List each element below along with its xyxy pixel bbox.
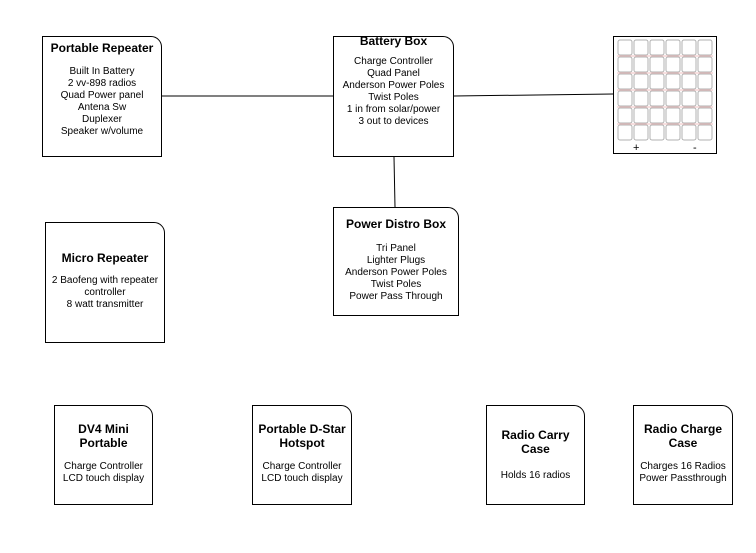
radio-charge-case-title: Radio Charge Case [644,422,723,450]
solar-cell [681,39,697,56]
solar-cell [665,56,681,73]
solar-cell [681,124,697,141]
dv4-mini-details: Charge Controller LCD touch display [55,461,152,485]
dstar-hotspot-title: Portable D-Star Hotspot [258,422,346,450]
detail-line: 1 in from solar/power [346,104,441,115]
solar-cell [617,73,633,90]
detail-line: Charge Controller [262,461,342,472]
solar-cell [681,107,697,124]
radio-charge-case-box[interactable]: Radio Charge Case Charges 16 Radios Powe… [633,405,733,505]
solar-cell [649,107,665,124]
radio-carry-case-box[interactable]: Radio Carry Case Holds 16 radios [486,405,585,505]
detail-line: Charge Controller [354,56,433,67]
solar-cell [697,124,713,141]
negative-terminal-label: - [693,142,697,154]
radio-charge-case-details: Charges 16 Radios Power Passthrough [634,461,732,485]
solar-cell [665,39,681,56]
power-distro-title: Power Distro Box [345,217,447,231]
solar-cell [697,39,713,56]
dv4-mini-title: DV4 Mini Portable [78,422,129,450]
solar-cell [633,90,649,107]
solar-cell [633,124,649,141]
micro-repeater-title: Micro Repeater [61,251,149,265]
solar-cell [617,107,633,124]
detail-line: Quad Panel [367,68,420,79]
solar-cell [649,124,665,141]
dstar-hotspot-box[interactable]: Portable D-Star Hotspot Charge Controlle… [252,405,352,505]
portable-repeater-details: Built In Battery 2 vv-898 radios Quad Po… [43,66,161,138]
solar-cell [633,39,649,56]
solar-cell [681,73,697,90]
solar-panel[interactable]: + - [613,36,717,154]
detail-line: Speaker w/volume [60,126,144,137]
solar-cell [633,73,649,90]
solar-cell [681,56,697,73]
detail-line: Tri Panel [376,243,416,254]
solar-cell [697,73,713,90]
solar-cell [681,90,697,107]
solar-cell [665,73,681,90]
solar-cell [633,56,649,73]
battery-box-details: Charge Controller Quad Panel Anderson Po… [334,56,453,128]
solar-cell [697,90,713,107]
detail-line: Quad Power panel [60,90,144,101]
solar-cell [649,56,665,73]
detail-line: Lighter Plugs [366,255,426,266]
connector-battery-solar [453,93,614,97]
radio-carry-case-details: Holds 16 radios [487,470,584,482]
radio-carry-case-title: Radio Carry Case [501,428,570,456]
battery-box[interactable]: Battery Box Charge Controller Quad Panel… [333,34,454,157]
power-distro-box[interactable]: Power Distro Box Tri Panel Lighter Plugs… [333,207,459,316]
portable-repeater-title: Portable Repeater [50,41,154,55]
detail-line: LCD touch display [62,473,145,484]
micro-repeater-box[interactable]: Micro Repeater 2 Baofeng with repeater c… [45,222,165,343]
detail-line: LCD touch display [261,473,343,484]
solar-cell [649,73,665,90]
solar-cell [617,56,633,73]
detail-line: Anderson Power Poles [342,80,445,91]
solar-cell [665,90,681,107]
detail-line: 2 Baofeng with repeater controller [51,275,159,298]
solar-cell [649,90,665,107]
detail-line: 3 out to devices [358,116,429,127]
solar-cell [633,107,649,124]
detail-line: Built In Battery [69,66,135,77]
solar-cell [617,39,633,56]
dv4-mini-box[interactable]: DV4 Mini Portable Charge Controller LCD … [54,405,153,505]
detail-line: Antena Sw [77,102,127,113]
detail-line: Holds 16 radios [500,470,571,481]
detail-line: 8 watt transmitter [66,299,144,310]
detail-line: Charges 16 Radios [640,461,726,472]
solar-cell [649,39,665,56]
solar-cell [665,107,681,124]
detail-line: Duplexer [81,114,123,125]
detail-line: Anderson Power Poles [345,267,447,278]
solar-cell [697,56,713,73]
detail-line: 2 vv-898 radios [67,78,137,89]
detail-line: Twist Poles [368,92,419,103]
detail-line: Charge Controller [64,461,143,472]
detail-line: Twist Poles [370,279,422,290]
micro-repeater-details: 2 Baofeng with repeater controller 8 wat… [46,275,164,311]
portable-repeater-box[interactable]: Portable Repeater Built In Battery 2 vv-… [42,36,162,157]
connector-battery-distro [393,156,396,208]
solar-cell [697,107,713,124]
battery-box-title: Battery Box [359,34,428,48]
detail-line: Power Passthrough [639,473,727,484]
positive-terminal-label: + [633,142,640,154]
dstar-hotspot-details: Charge Controller LCD touch display [253,461,351,485]
solar-cell [617,124,633,141]
power-distro-details: Tri Panel Lighter Plugs Anderson Power P… [334,243,458,303]
solar-cell-grid [617,39,713,141]
solar-cell [665,124,681,141]
detail-line: Power Pass Through [349,291,443,302]
solar-cell [617,90,633,107]
